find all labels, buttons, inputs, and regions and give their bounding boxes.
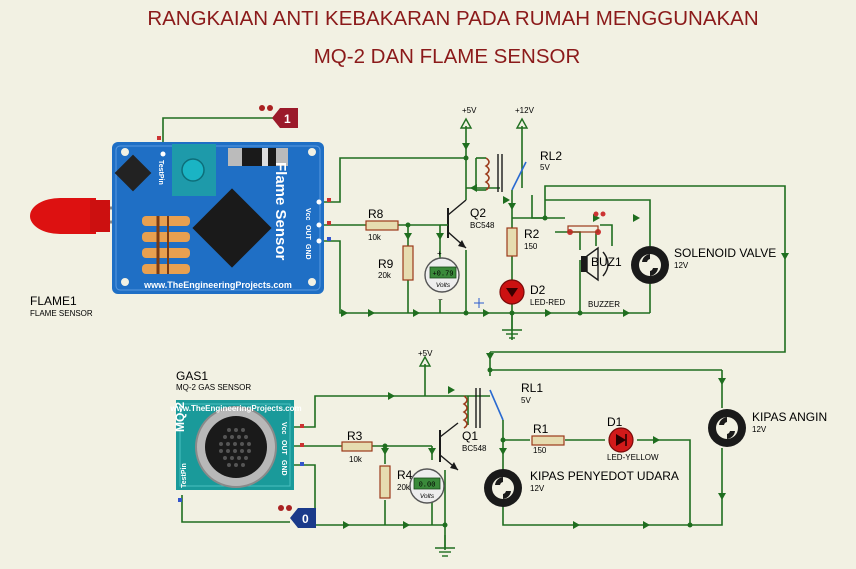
svg-text:−: −	[438, 295, 443, 304]
svg-text:D1: D1	[607, 415, 623, 429]
svg-text:12V: 12V	[752, 425, 767, 434]
buzzer-icon: BUZ1 BUZZER	[581, 246, 622, 309]
svg-text:+5V: +5V	[418, 349, 433, 358]
power-5v-bottom: +5V	[418, 349, 433, 367]
svg-text:SOLENOID VALVE: SOLENOID VALVE	[674, 246, 776, 260]
gas-sensor-type: MQ-2 GAS SENSOR	[176, 383, 251, 392]
flame-sensor-type: FLAME SENSOR	[30, 309, 93, 318]
kipas-angin-icon: KIPAS ANGIN 12V	[708, 409, 827, 447]
probe-marker-icon	[474, 298, 484, 308]
title-line-2: MQ-2 DAN FLAME SENSOR	[314, 45, 581, 68]
current-arrows	[341, 143, 789, 529]
svg-text:TestPin: TestPin	[181, 463, 188, 488]
svg-text:RL1: RL1	[521, 381, 543, 395]
svg-text:Q1: Q1	[462, 429, 478, 443]
svg-text:0: 0	[302, 512, 309, 526]
svg-text:150: 150	[524, 242, 538, 251]
svg-text:+: +	[437, 249, 442, 258]
svg-text:Vcc: Vcc	[304, 208, 311, 221]
svg-text:BC548: BC548	[470, 221, 495, 230]
svg-text:R4: R4	[397, 468, 413, 482]
flame-board-name: Flame Sensor	[272, 162, 289, 261]
svg-text:Vcc: Vcc	[280, 422, 287, 435]
svg-text:10k: 10k	[349, 455, 363, 464]
resistor-r9: R9 20k	[378, 245, 414, 281]
junction-dots	[382, 155, 693, 528]
flame-pin-markers	[157, 136, 331, 241]
resistor-r2: R2 150	[506, 227, 540, 257]
voltmeter-top: +0.79 Volts + −	[424, 249, 460, 304]
kipas-penyedot-icon: KIPAS PENYEDOT UDARA 12V	[484, 469, 679, 507]
svg-text:Volts: Volts	[436, 282, 451, 289]
svg-text:+12V: +12V	[515, 106, 535, 115]
svg-text:GND: GND	[280, 460, 287, 476]
transistor-q1: Q1 BC548	[439, 422, 487, 471]
svg-text:RL2: RL2	[540, 149, 562, 163]
resistor-r4: R4 20k	[379, 465, 413, 499]
svg-text:1: 1	[284, 112, 291, 126]
transistor-q2: Q2 BC548	[440, 188, 495, 249]
ground-symbol-bottom	[435, 535, 455, 557]
top-circuit-wires	[162, 117, 786, 353]
terminal-0[interactable]: 0	[278, 505, 316, 528]
svg-text:R2: R2	[524, 227, 540, 241]
gas-pin-markers	[178, 424, 304, 502]
svg-text:KIPAS PENYEDOT UDARA: KIPAS PENYEDOT UDARA	[530, 469, 679, 483]
ground-symbol-top	[502, 313, 522, 339]
svg-text:MQ-2: MQ-2	[173, 402, 187, 432]
svg-text:R3: R3	[347, 429, 363, 443]
gas-sensor-module[interactable]: www.TheEngineeringProjects.com MQ-2 Test…	[169, 400, 302, 490]
svg-text:5V: 5V	[521, 396, 531, 405]
svg-text:BUZZER: BUZZER	[588, 300, 620, 309]
led-d2-icon: D2 LED-RED	[499, 279, 565, 307]
flame-board-website: www.TheEngineeringProjects.com	[143, 280, 292, 290]
svg-text:20k: 20k	[397, 483, 411, 492]
resistor-r3: R3 10k	[341, 429, 373, 464]
svg-text:150: 150	[533, 446, 547, 455]
switch-buzzer	[567, 211, 606, 235]
led-d1-icon: D1 LED-YELLOW	[607, 415, 659, 462]
svg-text:TestPin: TestPin	[157, 160, 164, 185]
svg-text:GND: GND	[304, 244, 311, 260]
svg-text:BC548: BC548	[462, 444, 487, 453]
relay-rl1: RL1 5V	[462, 381, 543, 440]
svg-text:0.00: 0.00	[419, 482, 436, 490]
svg-text:Volts: Volts	[420, 493, 435, 500]
voltmeter-bottom: 0.00 Volts	[409, 468, 445, 504]
svg-text:D2: D2	[530, 283, 546, 297]
svg-text:5V: 5V	[540, 163, 550, 172]
power-12v-top: +12V	[515, 106, 535, 129]
svg-text:Q2: Q2	[470, 206, 486, 220]
svg-text:R9: R9	[378, 257, 394, 271]
gas-sensor-ref: GAS1	[176, 369, 208, 383]
power-5v-top: +5V	[459, 106, 477, 129]
terminal-1[interactable]: 1	[259, 105, 298, 128]
svg-text:R1: R1	[533, 422, 549, 436]
svg-text:www.TheEngineeringProjects.com: www.TheEngineeringProjects.com	[169, 404, 301, 413]
svg-text:OUT: OUT	[280, 440, 287, 456]
svg-text:12V: 12V	[674, 261, 689, 270]
solenoid-valve-icon: SOLENOID VALVE 12V	[631, 246, 776, 284]
svg-text:LED-YELLOW: LED-YELLOW	[607, 453, 659, 462]
svg-text:12V: 12V	[530, 484, 545, 493]
resistor-r1: R1 150	[531, 422, 565, 455]
svg-text:R8: R8	[368, 207, 384, 221]
relay-rl2: RL2 5V	[475, 149, 562, 192]
svg-text:LED-RED: LED-RED	[530, 298, 565, 307]
svg-text:20k: 20k	[378, 271, 392, 280]
title-line-1: RANGKAIAN ANTI KEBAKARAN PADA RUMAH MENG…	[147, 7, 758, 30]
svg-text:BUZ1: BUZ1	[591, 255, 622, 269]
resistor-r8: R8 10k	[365, 207, 399, 242]
svg-text:+0.79: +0.79	[432, 271, 453, 279]
flame-sensor-ref: FLAME1	[30, 294, 77, 308]
svg-text:OUT: OUT	[304, 225, 311, 241]
svg-text:+5V: +5V	[462, 106, 477, 115]
svg-text:10k: 10k	[368, 233, 382, 242]
svg-text:KIPAS ANGIN: KIPAS ANGIN	[752, 410, 827, 424]
flame-sensor-module[interactable]: Vcc OUT GND TestPin Flame Sensor www.The…	[30, 142, 324, 294]
